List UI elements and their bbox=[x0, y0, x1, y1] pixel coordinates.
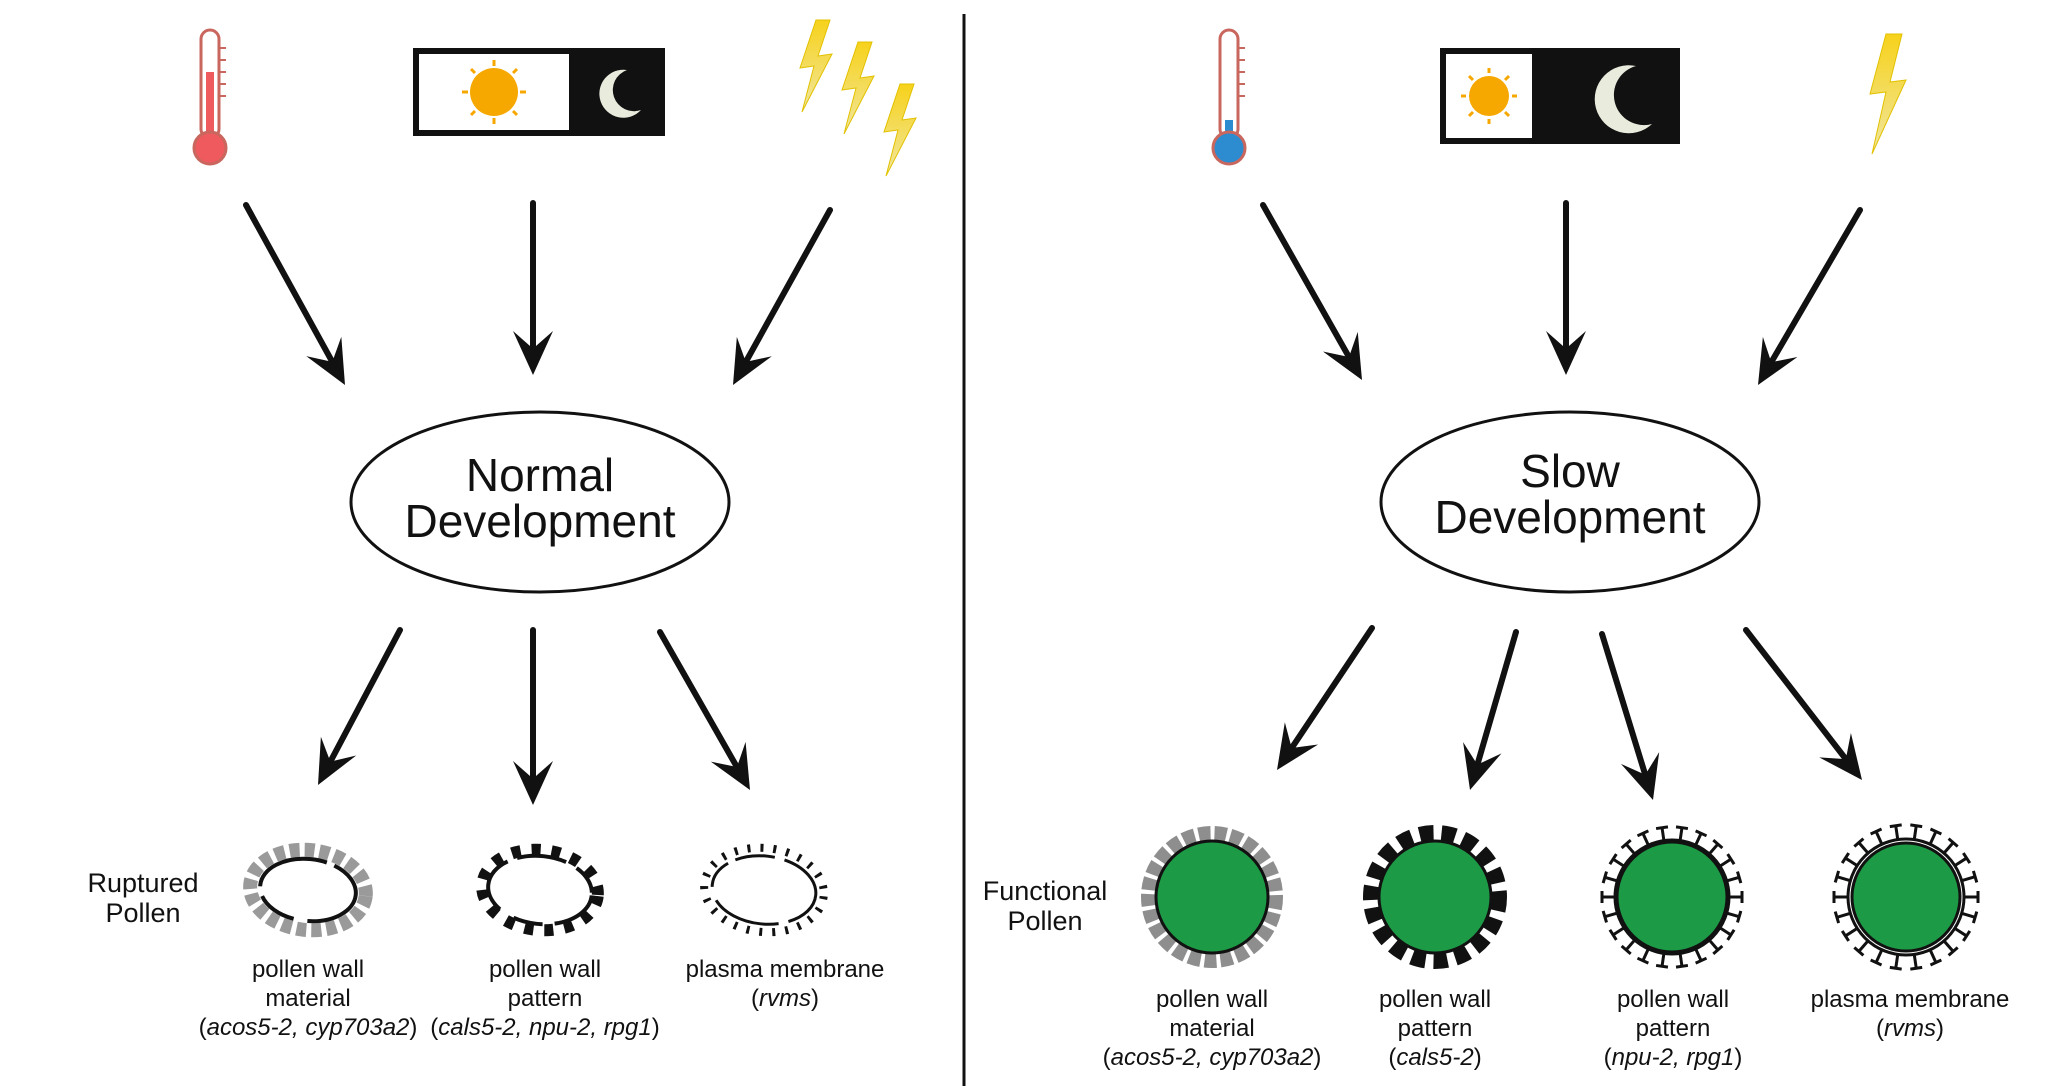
caption-line-2: pattern bbox=[1397, 1015, 1473, 1042]
genes-italic: acos5-2, cyp703a2 bbox=[1110, 1044, 1314, 1071]
functional-pollen-wall-pattern-cals5 bbox=[1363, 825, 1507, 969]
caption-line-1: pollen wall bbox=[1378, 986, 1492, 1013]
center-line-2: Development bbox=[404, 495, 676, 547]
center-line-1: Slow bbox=[1520, 445, 1620, 497]
caption-line-1: pollen wall bbox=[488, 956, 602, 983]
weak-lightning-icon bbox=[1869, 33, 1907, 155]
ruptured-pollen-wall-pattern bbox=[476, 843, 604, 937]
caption-wall-material-right: pollen wall material (acos5-2, cyp703a2) bbox=[1062, 985, 1362, 1072]
caption-wall-pattern-cals5: pollen wall pattern (cals5-2) bbox=[1330, 985, 1540, 1072]
caption-genes: (rvms) bbox=[751, 985, 819, 1012]
genes-italic: rvms bbox=[759, 985, 811, 1012]
center-line-2: Development bbox=[1434, 491, 1706, 543]
caption-line-2: material bbox=[1169, 1015, 1255, 1042]
arrow-bolt-to-normal bbox=[733, 207, 833, 385]
caption-genes: (acos5-2, cyp703a2) bbox=[198, 1014, 418, 1041]
normal-development-ellipse bbox=[349, 410, 731, 594]
ruptured-pollen-plasma-membrane bbox=[700, 843, 828, 937]
caption-plasma-membrane-left: plasma membrane (rvms) bbox=[660, 955, 910, 1013]
caption-line-1: pollen wall bbox=[1616, 986, 1730, 1013]
thermometer-cold-icon bbox=[1211, 28, 1247, 166]
caption-wall-pattern-npu2: pollen wall pattern (npu-2, rpg1) bbox=[1568, 985, 1778, 1072]
functional-pollen-label: Functional Pollen bbox=[970, 876, 1120, 936]
genes-italic: rvms bbox=[1884, 1015, 1936, 1042]
arrows-group bbox=[243, 200, 1863, 805]
arrow-temp-to-slow bbox=[1260, 202, 1362, 380]
arrow-normal-to-material bbox=[318, 627, 403, 785]
arrow-light-to-slow bbox=[1546, 200, 1586, 375]
caption-line-2: material bbox=[265, 985, 351, 1012]
arrow-slow-to-membrane bbox=[1743, 627, 1862, 780]
caption-line-2: pattern bbox=[1635, 1015, 1711, 1042]
outcome-line-2: Pollen bbox=[1007, 906, 1083, 936]
functional-pollen-plasma-membrane bbox=[1832, 823, 1980, 971]
slow-development-ellipse bbox=[1379, 410, 1761, 594]
genes-italic: acos5-2, cyp703a2 bbox=[206, 1014, 410, 1041]
long-day-sun-moon-icon bbox=[413, 48, 665, 136]
arrow-normal-to-membrane bbox=[657, 629, 750, 790]
genes-italic: cals5-2, npu-2, rpg1 bbox=[438, 1014, 652, 1041]
caption-wall-pattern-left: pollen wall pattern (cals5-2, npu-2, rpg… bbox=[400, 955, 690, 1042]
arrow-slow-to-pattern-npu2 bbox=[1599, 631, 1660, 800]
strong-lightning-icon bbox=[799, 19, 917, 177]
caption-genes: (cals5-2, npu-2, rpg1) bbox=[430, 1014, 660, 1041]
caption-genes: (acos5-2, cyp703a2) bbox=[1102, 1044, 1322, 1071]
genes-italic: npu-2, rpg1 bbox=[1611, 1044, 1735, 1071]
caption-line-1: plasma membrane bbox=[1810, 986, 2010, 1013]
thermometer-warm-icon bbox=[192, 28, 228, 166]
ruptured-pollen-wall-material bbox=[243, 842, 373, 938]
caption-plasma-membrane-right: plasma membrane (rvms) bbox=[1790, 985, 2030, 1043]
arrow-slow-to-pattern-cals5 bbox=[1463, 629, 1519, 790]
arrow-temp-to-normal bbox=[243, 202, 345, 385]
caption-line-1: pollen wall bbox=[1155, 986, 1269, 1013]
outcome-line-2: Pollen bbox=[105, 898, 181, 928]
center-line-1: Normal bbox=[465, 449, 615, 501]
normal-development-label: Normal Development bbox=[380, 452, 700, 544]
arrow-normal-to-pattern bbox=[513, 627, 553, 805]
caption-line-1: plasma membrane bbox=[685, 956, 885, 983]
short-day-sun-moon-icon bbox=[1440, 48, 1680, 144]
genes-italic: cals5-2 bbox=[1396, 1044, 1474, 1071]
ruptured-pollen-label: Ruptured Pollen bbox=[68, 868, 218, 928]
caption-genes: (rvms) bbox=[1876, 1015, 1944, 1042]
functional-pollen-wall-pattern-npu2 bbox=[1600, 825, 1744, 969]
caption-line-1: pollen wall bbox=[251, 956, 365, 983]
caption-line-2: pattern bbox=[507, 985, 583, 1012]
arrow-bolt-to-slow bbox=[1758, 207, 1863, 385]
caption-wall-material-left: pollen wall material (acos5-2, cyp703a2) bbox=[158, 955, 458, 1042]
outcome-line-1: Functional bbox=[982, 876, 1108, 906]
caption-genes: (cals5-2) bbox=[1388, 1044, 1482, 1071]
functional-pollen-wall-material bbox=[1141, 826, 1283, 968]
arrow-slow-to-material bbox=[1277, 625, 1375, 770]
arrow-light-to-normal bbox=[513, 200, 553, 375]
outcome-line-1: Ruptured bbox=[87, 868, 199, 898]
slow-development-label: Slow Development bbox=[1410, 448, 1730, 540]
caption-genes: (npu-2, rpg1) bbox=[1603, 1044, 1743, 1071]
